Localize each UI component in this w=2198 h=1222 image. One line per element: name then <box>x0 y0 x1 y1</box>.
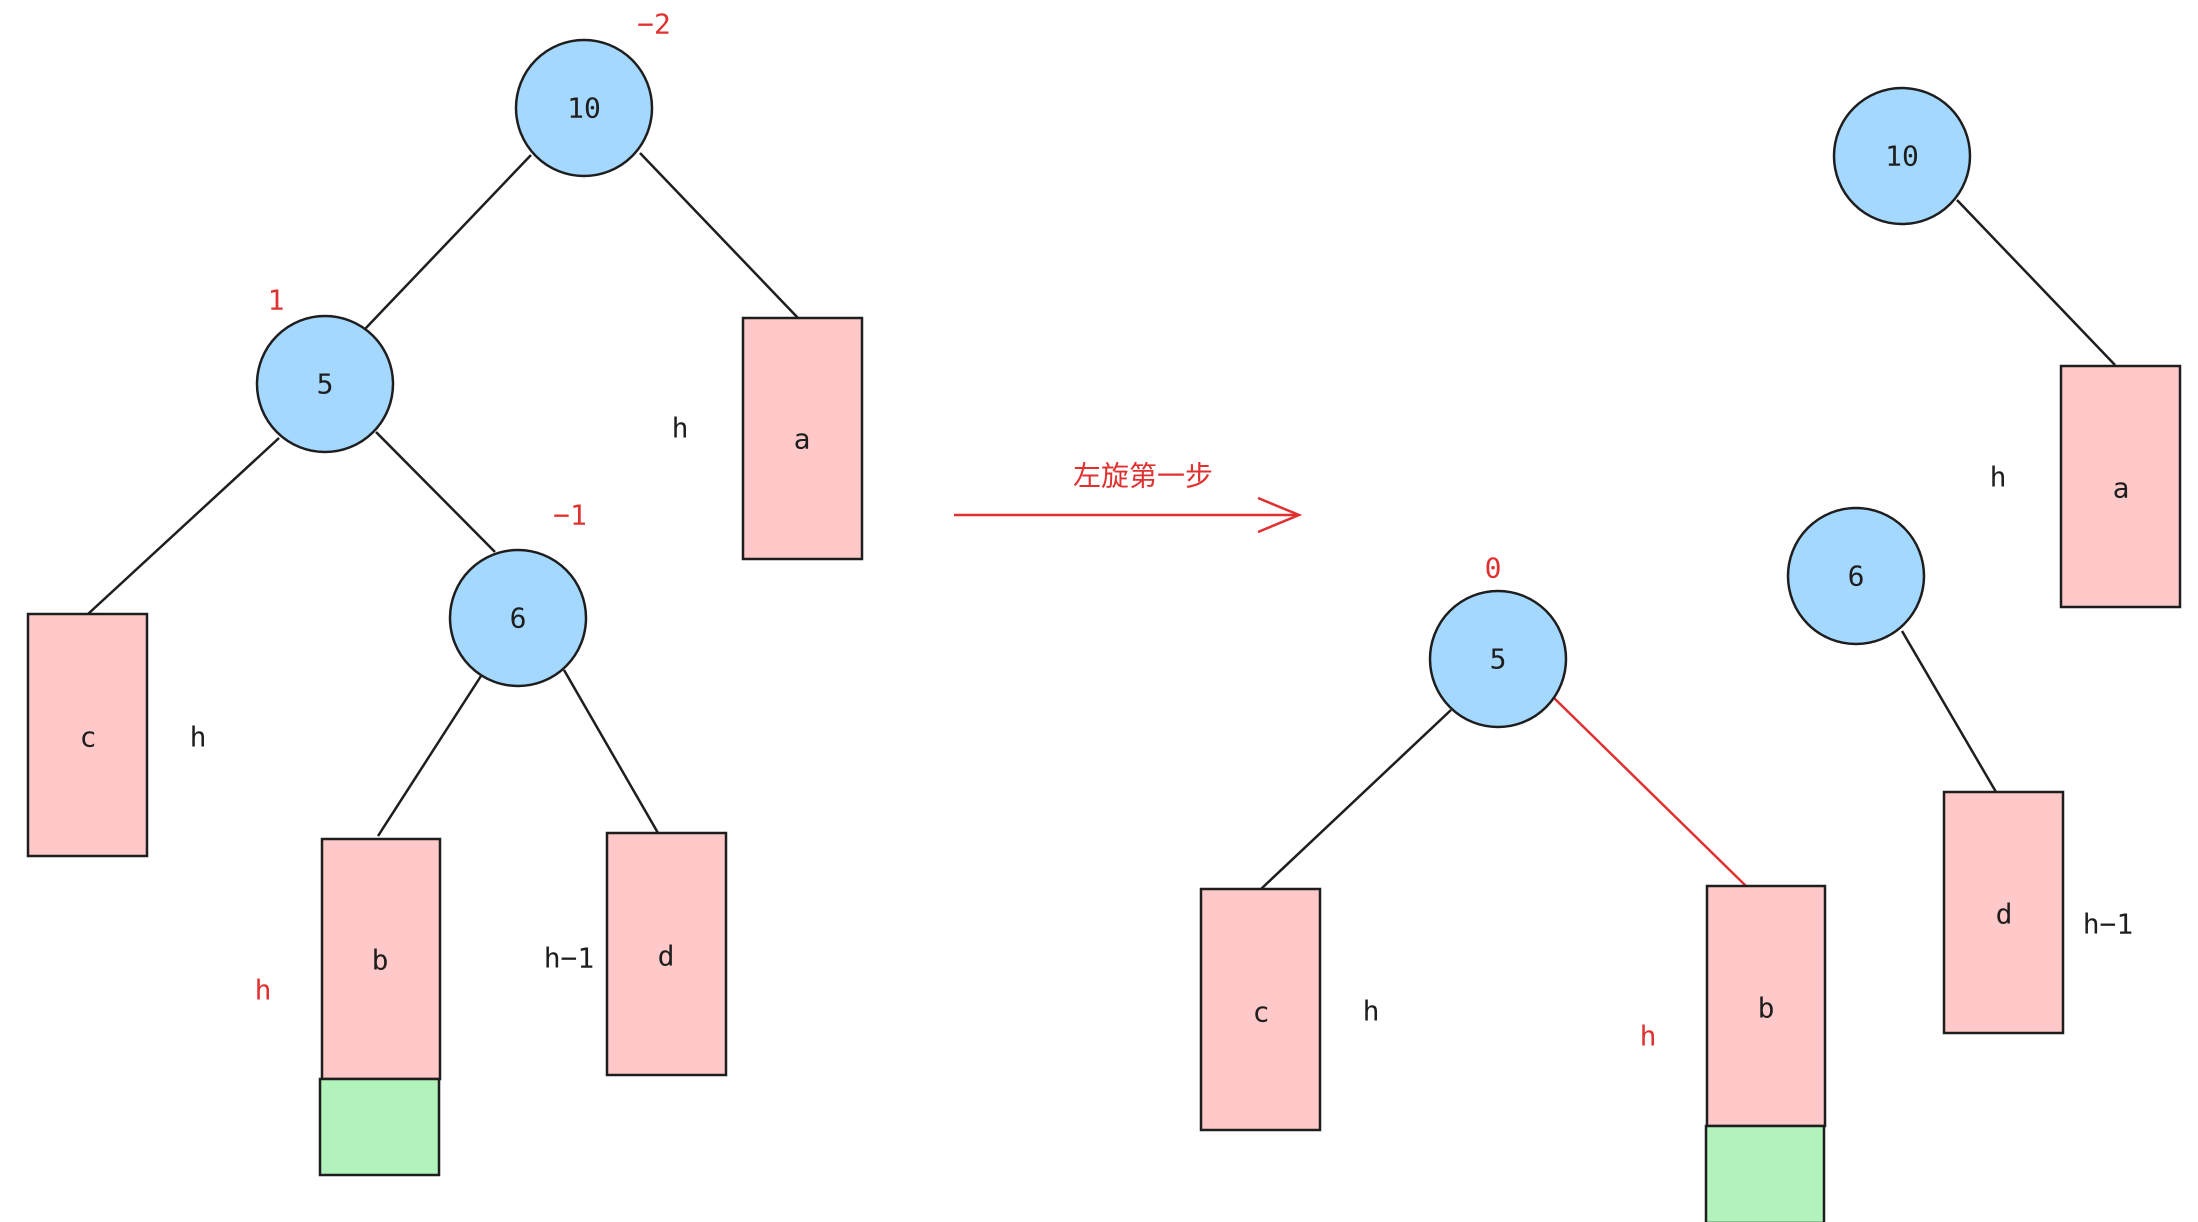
balance-factor-5: 1 <box>268 284 285 317</box>
subtree-d: d <box>605 831 728 1077</box>
height-c-after: h <box>1363 995 1380 1028</box>
edge-10-a <box>639 152 799 319</box>
edge-5-6 <box>375 431 496 553</box>
subtree-b-after-label: b <box>1758 992 1775 1025</box>
before-tree: 10 5 6 a c b d <box>26 8 864 1177</box>
edge-10-a-after <box>1956 199 2116 366</box>
subtree-b: b <box>318 837 442 1177</box>
arrow-head <box>1257 496 1303 534</box>
node-5-after: 5 <box>1428 589 1568 729</box>
node-10: 10 <box>514 38 654 178</box>
balance-factor-10: −2 <box>637 8 671 41</box>
subtree-d-after: d <box>1942 790 2065 1035</box>
height-d-after: h−1 <box>2083 908 2134 941</box>
node-5-label: 5 <box>317 368 334 401</box>
subtree-b-after: b <box>1704 884 1827 1222</box>
node-10-after: 10 <box>1832 86 1972 226</box>
height-c: h <box>190 721 207 754</box>
node-5: 5 <box>255 314 395 454</box>
after-tree: 10 6 5 a c b d <box>1199 86 2182 1222</box>
subtree-a: a <box>741 316 864 561</box>
subtree-b-label: b <box>372 944 389 977</box>
node-6-label: 6 <box>510 602 527 635</box>
subtree-b-extra-level <box>318 1077 441 1177</box>
edge-5-b-after <box>1553 697 1747 887</box>
node-10-after-label: 10 <box>1885 140 1919 173</box>
height-d: h−1 <box>544 942 595 975</box>
height-a: h <box>672 412 689 445</box>
node-10-label: 10 <box>567 92 601 125</box>
height-b-after: h <box>1640 1020 1657 1053</box>
edge-5-c <box>87 437 280 615</box>
subtree-a-after: a <box>2059 364 2182 609</box>
balance-factor-6: −1 <box>553 499 587 532</box>
subtree-a-after-label: a <box>2113 472 2130 505</box>
arrow-caption: 左旋第一步 <box>1073 460 1213 493</box>
node-6-after: 6 <box>1786 506 1926 646</box>
subtree-a-label: a <box>794 423 811 456</box>
height-a-after: h <box>1990 461 2007 494</box>
subtree-d-after-label: d <box>1996 898 2013 931</box>
edge-6-b <box>376 675 483 837</box>
rotation-arrow: 左旋第一步 <box>954 460 1303 534</box>
subtree-c-label: c <box>80 721 97 754</box>
subtree-c: c <box>26 612 149 858</box>
node-6-after-label: 6 <box>1848 560 1865 593</box>
subtree-c-after-label: c <box>1253 996 1270 1029</box>
node-5-after-label: 5 <box>1490 643 1507 676</box>
edge-6-d-after <box>1900 630 1998 793</box>
subtree-c-after: c <box>1199 887 1322 1132</box>
edge-6-d <box>562 669 660 834</box>
height-b: h <box>255 974 272 1007</box>
edge-5-c-after <box>1260 709 1452 890</box>
node-6: 6 <box>448 548 588 688</box>
balance-factor-5-after: 0 <box>1485 552 1502 585</box>
edge-10-5 <box>364 154 532 330</box>
subtree-b-after-extra-level <box>1704 1124 1826 1222</box>
subtree-d-label: d <box>658 940 675 973</box>
